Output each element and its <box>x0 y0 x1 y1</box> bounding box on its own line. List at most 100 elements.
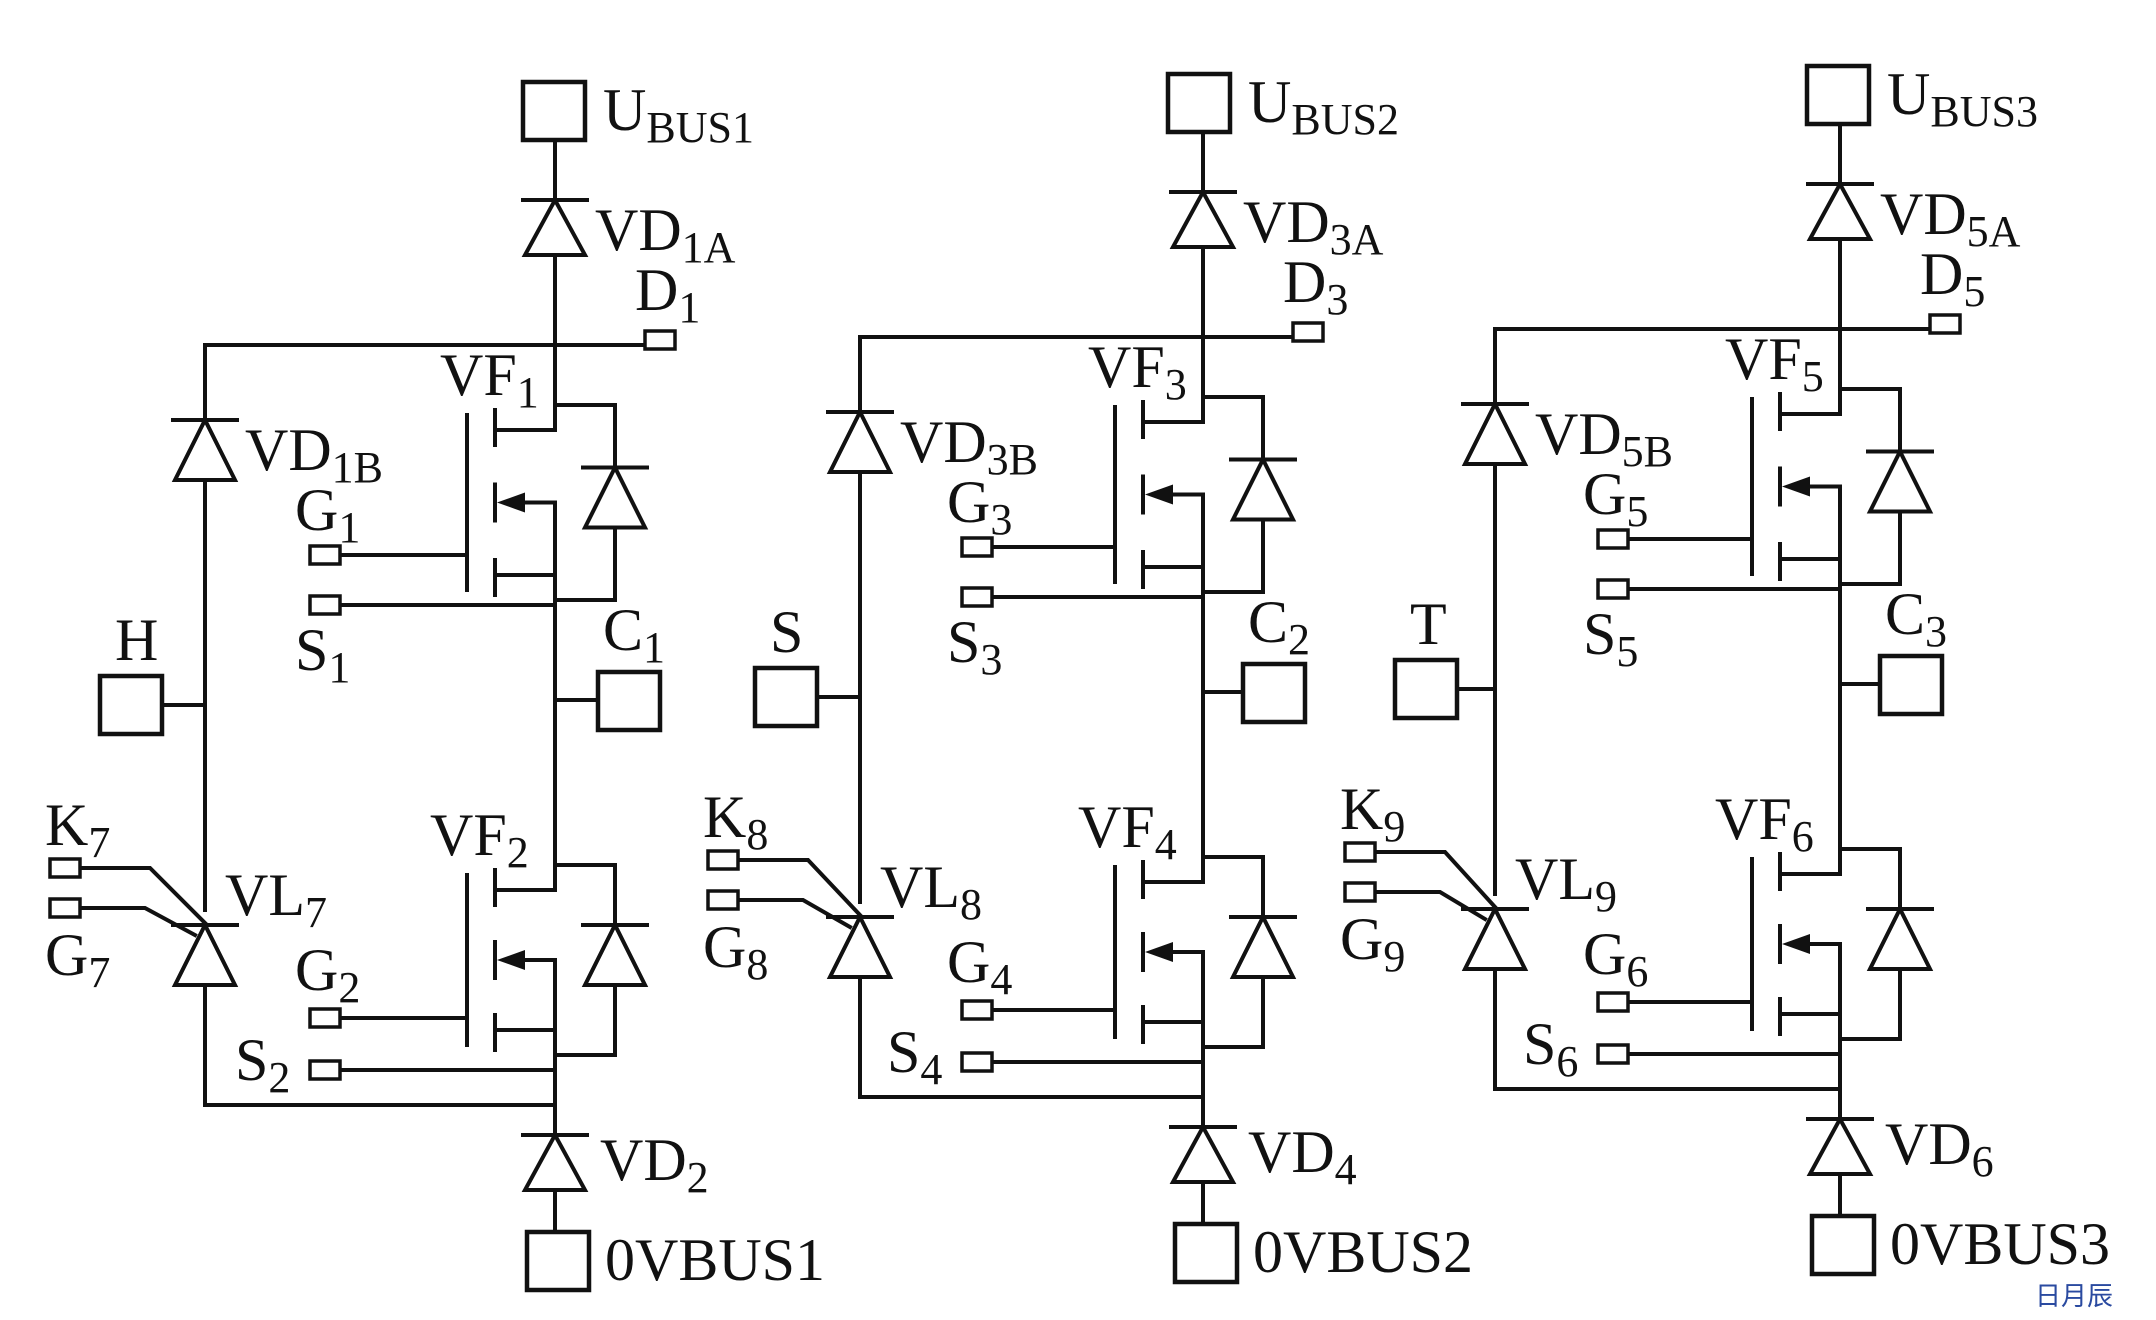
clamp-diode-label-subscript: 3B <box>987 435 1038 484</box>
upper-gate-label-subscript: 5 <box>1626 487 1648 536</box>
gate-pin <box>1596 991 1630 1013</box>
thyristor-gate-label-main: G <box>1340 906 1383 972</box>
drain-pin-label-main: D <box>1283 249 1326 315</box>
output-label-main: C <box>1885 581 1925 647</box>
clamp-diode <box>826 407 894 474</box>
clamp-diode <box>171 415 239 482</box>
thyristor-label-subscript: 9 <box>1595 872 1617 921</box>
output-terminal-box <box>595 669 663 733</box>
lower-mosfet-label-subscript: 6 <box>1792 812 1814 861</box>
output-label-subscript: 3 <box>1925 607 1947 656</box>
upper-gate-label-subscript: 3 <box>990 495 1012 544</box>
upper-source-label-main: S <box>1583 601 1616 667</box>
upper-source-label: S3 <box>947 609 1002 684</box>
output-label-subscript: 1 <box>643 623 665 672</box>
ground-terminal-box <box>1809 1213 1877 1277</box>
side-label: T <box>1410 591 1447 657</box>
upper-diode-label-subscript: 1A <box>682 223 736 272</box>
lower-mosfet-label-main: VF <box>1715 786 1792 852</box>
lower-diode-label-main: VD <box>1885 1111 1972 1177</box>
side-label-main: T <box>1410 591 1447 657</box>
lower-mosfet <box>308 843 649 1081</box>
thyristor-label: VL7 <box>225 862 327 937</box>
lower-mosfet-label-subscript: 2 <box>507 828 529 877</box>
ground-terminal-box <box>524 1229 592 1293</box>
lower-mosfet-label: VF4 <box>1078 794 1177 869</box>
upper-source-label-main: S <box>295 617 328 683</box>
thyristor-cathode-label-main: K <box>1340 776 1383 842</box>
upper-diode-label-subscript: 3A <box>1330 215 1384 264</box>
lower-gate-label: G4 <box>947 929 1012 1004</box>
thyristor-cathode-label: K9 <box>1340 776 1405 851</box>
bus-label: UBUS1 <box>603 77 754 152</box>
gate-pin <box>1596 528 1630 550</box>
lower-diode-label: VD4 <box>1248 1119 1357 1194</box>
lower-gate-label-main: G <box>947 929 990 995</box>
bus-label-subscript: BUS3 <box>1930 87 2038 136</box>
lower-diode-label-main: VD <box>600 1127 687 1193</box>
upper-gate-label-main: G <box>1583 461 1626 527</box>
lower-gate-label: G6 <box>1583 921 1648 996</box>
bus-label-subscript: BUS1 <box>646 103 754 152</box>
lower-diode-label-main: VD <box>1248 1119 1335 1185</box>
ground-label: 0VBUS3 <box>1890 1211 2110 1277</box>
upper-mosfet-label-subscript: 3 <box>1165 360 1187 409</box>
thyristor-cathode-pin <box>48 857 82 879</box>
lower-mosfet-label-subscript: 4 <box>1155 820 1177 869</box>
lower-gate-label-subscript: 2 <box>338 963 360 1012</box>
lower-source-label-subscript: 4 <box>920 1045 942 1094</box>
lower-diode <box>1169 1122 1237 1184</box>
lower-diode <box>521 1130 589 1192</box>
thyristor-label: VL9 <box>1515 846 1617 921</box>
thyristor-label-subscript: 7 <box>305 888 327 937</box>
lower-gate-label: G2 <box>295 937 360 1012</box>
thyristor-gate-label-subscript: 9 <box>1383 932 1405 981</box>
upper-mosfet-label: VF5 <box>1725 326 1824 401</box>
unit-3: UBUS3VD5AD5VD5BVF5G5S5C3TK9G9VL9VF6G6S6V… <box>1340 61 2110 1277</box>
clamp-diode-label-main: VD <box>1535 401 1622 467</box>
lower-mosfet <box>960 835 1297 1073</box>
lower-source-label-subscript: 6 <box>1556 1037 1578 1086</box>
upper-mosfet-label-main: VF <box>1088 334 1165 400</box>
lower-diode-label: VD6 <box>1885 1111 1994 1186</box>
bus-terminal-box <box>1165 71 1233 135</box>
thyristor-gate-label-main: G <box>45 922 88 988</box>
unit-1: UBUS1VD1AD1VD1BVF1G1S1C1HK7G7VL7VF2G2S2V… <box>45 77 825 1293</box>
gate-pin <box>308 1007 342 1029</box>
lower-source-label-main: S <box>1523 1011 1556 1077</box>
thyristor-cathode-label: K7 <box>45 792 110 867</box>
upper-mosfet <box>1596 367 1934 600</box>
upper-source-label-main: S <box>947 609 980 675</box>
thyristor-cathode-pin <box>1343 841 1377 863</box>
clamp-diode-label: VD3B <box>900 409 1038 484</box>
bus-terminal-box <box>1804 63 1872 127</box>
upper-diode <box>521 195 589 257</box>
source-pin <box>1596 578 1630 600</box>
output-label-subscript: 2 <box>1288 615 1310 664</box>
source-pin <box>1596 1043 1630 1065</box>
gate-pin <box>308 544 342 566</box>
bus-label: UBUS3 <box>1887 61 2038 136</box>
thyristor-gate-label: G7 <box>45 922 110 997</box>
upper-source-label: S5 <box>1583 601 1638 676</box>
clamp-diode-label-main: VD <box>245 417 332 483</box>
upper-mosfet-label-subscript: 1 <box>517 368 539 417</box>
lower-diode <box>1806 1114 1874 1176</box>
gate-pin <box>960 999 994 1021</box>
clamp-diode-label-subscript: 5B <box>1622 427 1673 476</box>
gate-pin <box>960 536 994 558</box>
lower-mosfet-label-main: VF <box>430 802 507 868</box>
bus-label-main: U <box>1887 61 1930 127</box>
upper-mosfet-label-main: VF <box>1725 326 1802 392</box>
upper-mosfet <box>308 383 649 616</box>
output-label-main: C <box>603 597 643 663</box>
upper-diode-label-main: VD <box>1880 181 1967 247</box>
lower-source-label: S4 <box>887 1019 942 1094</box>
thyristor-label: VL8 <box>880 854 982 929</box>
clamp-diode-label: VD5B <box>1535 401 1673 476</box>
upper-source-label-subscript: 1 <box>328 643 350 692</box>
upper-diode-label-main: VD <box>1243 189 1330 255</box>
upper-mosfet <box>960 375 1297 608</box>
upper-diode <box>1806 179 1874 241</box>
